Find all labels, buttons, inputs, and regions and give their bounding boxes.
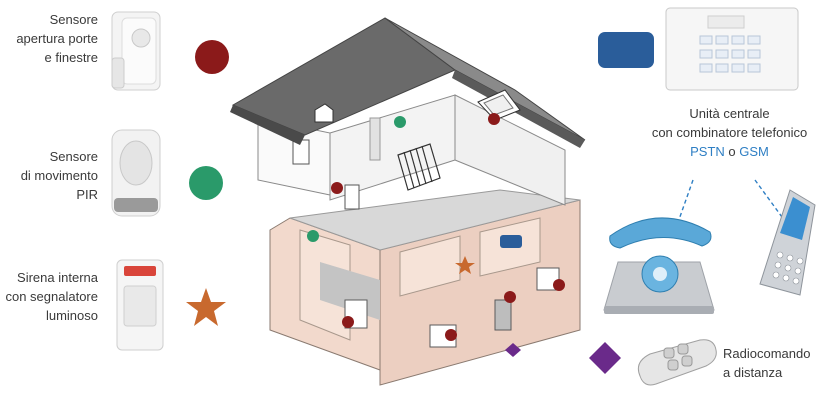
door-sensor-marker-upper-right (488, 113, 500, 125)
door-sensor-marker-left (342, 316, 354, 328)
door-sensor-marker-right (553, 279, 565, 291)
siren-marker (186, 288, 226, 326)
gsm-label: GSM (739, 144, 769, 159)
door-sensor-label-line-2: apertura porte (0, 29, 98, 48)
remote-label: Radiocomando a distanza (723, 344, 819, 382)
central-unit-label-line-3: PSTN o GSM (640, 142, 819, 161)
siren-label-line-1: Sirena interna (0, 268, 98, 287)
central-unit-marker (598, 32, 654, 68)
remote-marker (589, 342, 621, 374)
door-sensor-device (112, 12, 160, 90)
pir-sensor-label-line-2: di movimento (0, 166, 98, 185)
landline-phone (604, 218, 714, 314)
mobile-phone (760, 190, 815, 295)
central-unit-label-line-1: Unità centrale (640, 104, 819, 123)
siren-label-line-3: luminoso (0, 306, 98, 325)
siren-device (117, 260, 163, 350)
central-unit-label-line-2: con combinatore telefonico (640, 123, 819, 142)
central-unit-label: Unità centrale con combinatore telefonic… (640, 104, 819, 161)
door-sensor-marker-front (504, 291, 516, 303)
remote-label-line-2: a distanza (723, 363, 819, 382)
pir-sensor-device (112, 130, 160, 216)
door-sensor-label: Sensore apertura porte e finestre (0, 10, 98, 67)
remote-label-line-1: Radiocomando (723, 344, 819, 363)
door-sensor-marker-bottom (445, 329, 457, 341)
pir-sensor-marker (189, 166, 223, 200)
pstn-label: PSTN (690, 144, 725, 159)
door-sensor-label-line-1: Sensore (0, 10, 98, 29)
siren-label-line-2: con segnalatore (0, 287, 98, 306)
door-sensor-label-line-3: e finestre (0, 48, 98, 67)
pir-sensor-marker-upper (394, 116, 406, 128)
house-illustration (230, 18, 585, 385)
or-label: o (725, 144, 739, 159)
pir-sensor-label-line-1: Sensore (0, 147, 98, 166)
door-sensor-marker (195, 40, 229, 74)
pir-sensor-label-line-3: PIR (0, 185, 98, 204)
door-sensor-marker-upper-left (331, 182, 343, 194)
central-unit-marker-house (500, 235, 522, 248)
central-unit-device (666, 8, 798, 90)
pir-sensor-marker-ground (307, 230, 319, 242)
siren-label: Sirena interna con segnalatore luminoso (0, 268, 98, 325)
pir-sensor-label: Sensore di movimento PIR (0, 147, 98, 204)
remote-control-device (638, 340, 716, 385)
